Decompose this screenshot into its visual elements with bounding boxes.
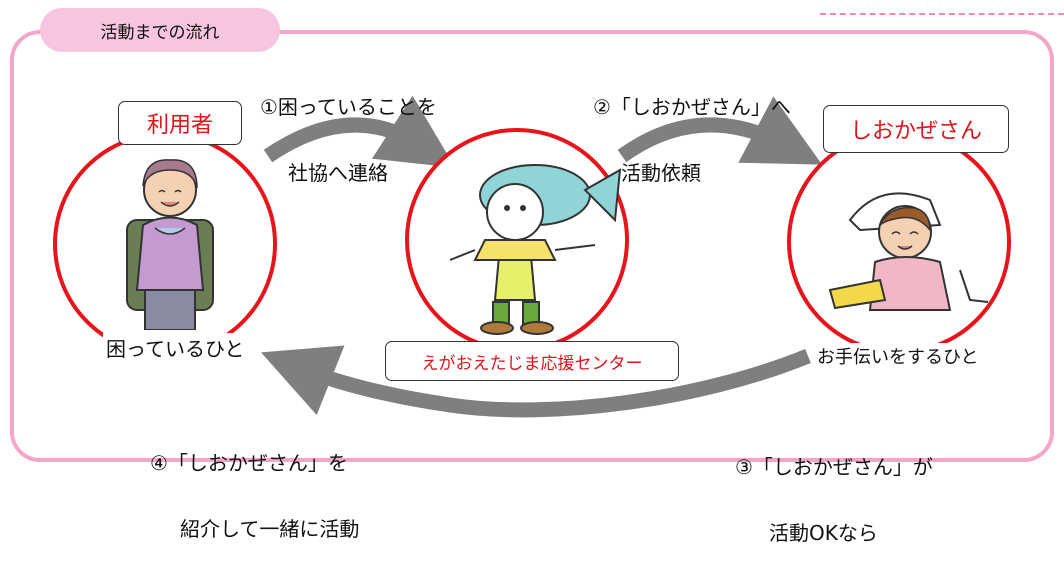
- step3-line2: 活動OKなら: [769, 521, 878, 545]
- fish-mascot-illustration: [449, 164, 622, 335]
- elderly-person-illustration: [126, 159, 214, 330]
- dashed-divider: [820, 13, 1064, 15]
- arrow-center-to-helper: [617, 96, 823, 165]
- center-label-box: えがおえたじま応援センター: [385, 341, 679, 381]
- step4-text: ④「しおかぜさん」を 紹介して一緒に活動: [150, 408, 359, 562]
- step3-text: ③「しおかぜさん」が 活動OKなら: [735, 412, 933, 566]
- section-tab-title: 活動までの流れ: [100, 22, 220, 43]
- user-caption: 困っているひと: [103, 333, 248, 362]
- arrow-user-to-center: [263, 95, 456, 168]
- step2-line2: 活動依頼: [621, 161, 701, 185]
- step4-line1: ④「しおかぜさん」を: [150, 451, 348, 475]
- section-tab: 活動までの流れ: [40, 8, 280, 52]
- user-label: 利用者: [146, 113, 213, 138]
- step2-text: ②「しおかぜさん」へ 活動依頼: [593, 52, 791, 206]
- flow-frame: [10, 30, 1054, 462]
- user-label-box: 利用者: [118, 101, 242, 145]
- helper-label: しおかぜさん: [849, 119, 982, 144]
- helper-woman-illustration: [828, 192, 989, 311]
- step4-line2: 紹介して一緒に活動: [180, 517, 360, 541]
- helper-caption: お手伝いをするひと: [814, 343, 982, 369]
- step1-line2: 社協へ連絡: [288, 161, 388, 185]
- center-label: えがおえたじま応援センター: [421, 353, 643, 374]
- flow-arrows: [261, 95, 823, 418]
- helper-label-box: しおかぜさん: [823, 105, 1009, 153]
- arrow-helper-to-user: [261, 345, 811, 418]
- step1-text: ①困っていることを 社協へ連絡: [260, 52, 437, 206]
- step1-line1: ①困っていることを: [260, 95, 437, 119]
- step2-line1: ②「しおかぜさん」へ: [593, 95, 791, 119]
- step3-line1: ③「しおかぜさん」が: [735, 455, 933, 479]
